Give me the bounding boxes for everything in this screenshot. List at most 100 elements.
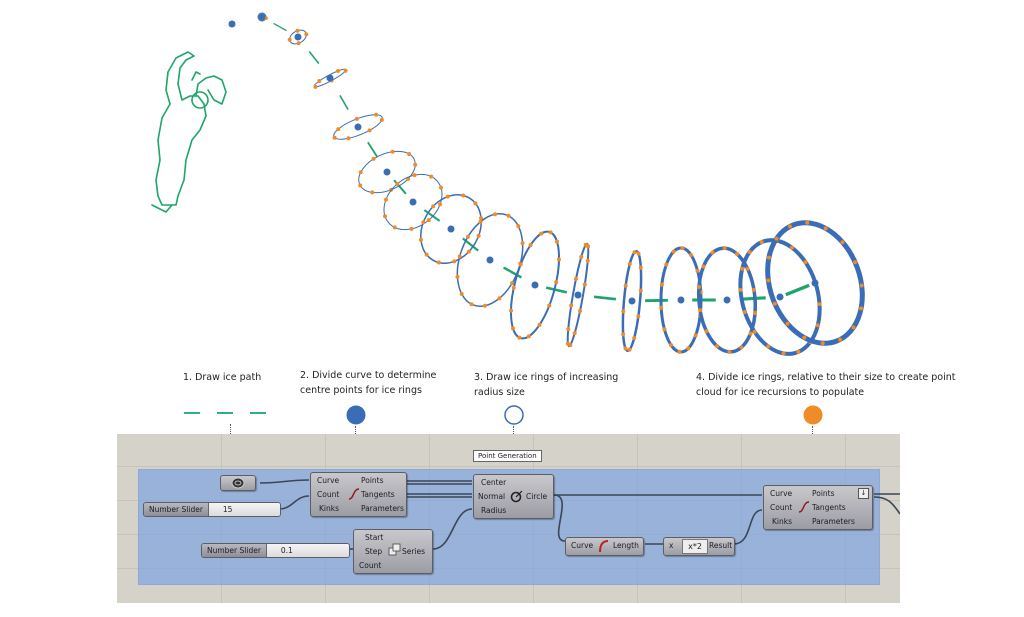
wire-series: [432, 508, 473, 550]
output-tangents[interactable]: Tangents: [812, 503, 846, 512]
divide-curve-icon: [798, 501, 810, 513]
path-dash: [308, 50, 320, 65]
ring-point: [371, 156, 376, 161]
ring-point: [296, 41, 301, 46]
expression-field[interactable]: x*2: [682, 539, 708, 554]
length-component[interactable]: Curve Length: [565, 537, 644, 556]
ring-point: [789, 245, 794, 250]
ring-ellipse: [696, 246, 758, 354]
ring-centre-point: [574, 291, 582, 299]
output-series[interactable]: Series: [402, 547, 426, 556]
expression-component[interactable]: x x*2 Result: [663, 537, 735, 556]
slider-value: 0.1: [280, 546, 293, 555]
ring-point: [426, 218, 431, 223]
input-start[interactable]: Start: [365, 533, 384, 542]
ring-point: [511, 326, 516, 331]
ring-point: [805, 220, 810, 225]
ring-centre-point: [409, 198, 417, 206]
ring-point: [859, 306, 864, 311]
ring-point: [336, 127, 341, 132]
ring-point: [469, 302, 474, 307]
ring-centre-point: [776, 293, 784, 301]
input-count[interactable]: Count: [359, 561, 382, 570]
output-points[interactable]: Points: [361, 476, 384, 485]
ring-point: [820, 341, 825, 346]
grasshopper-canvas[interactable]: Curve Count Kinks Points Tangents Parame…: [117, 434, 900, 603]
ring-point: [817, 302, 822, 307]
input-kinks[interactable]: Kinks: [319, 504, 340, 513]
ice-ring: [358, 149, 418, 195]
output-length[interactable]: Length: [613, 541, 639, 550]
output-result[interactable]: Result: [709, 541, 733, 550]
path-dash: [503, 266, 522, 279]
ring-centre-point: [326, 74, 334, 82]
slider-value: 15: [222, 505, 233, 514]
ring-point: [517, 335, 522, 340]
divide-curve-component-1[interactable]: Curve Count Kinks Points Tangents Parame…: [310, 472, 407, 517]
flatten-icon[interactable]: ↓: [858, 488, 869, 499]
input-curve[interactable]: Curve: [571, 541, 594, 550]
input-normal[interactable]: Normal: [478, 492, 506, 501]
ring-point: [752, 329, 757, 334]
input-step[interactable]: Step: [365, 547, 383, 556]
ring-point: [803, 260, 808, 265]
ring-point: [438, 202, 443, 207]
ring-point: [636, 251, 641, 256]
divide-curve-icon: [348, 488, 360, 500]
ring-point: [659, 282, 664, 287]
number-slider-count[interactable]: Number Slider 15: [143, 502, 281, 517]
path-dash: [545, 286, 568, 294]
wire-circle-length: [553, 494, 566, 542]
input-radius[interactable]: Radius: [481, 506, 507, 515]
output-tangents[interactable]: Tangents: [361, 490, 395, 499]
ring-point: [436, 260, 441, 265]
ring-point: [759, 240, 764, 245]
divide-curve-component-2[interactable]: Curve Count Kinks Points Tangents Parame…: [763, 485, 873, 530]
slider-track[interactable]: 15: [208, 503, 280, 516]
ring-centre-point: [486, 256, 494, 264]
ring-point: [802, 335, 807, 340]
output-circle[interactable]: Circle: [526, 492, 548, 501]
step-4-line-1: 4. Divide ice rings, relative to their s…: [696, 372, 956, 383]
ring-point: [772, 301, 777, 306]
ice-ring: [287, 28, 309, 46]
ring-point: [528, 243, 533, 248]
ring-point: [838, 337, 843, 342]
ring-point: [370, 190, 375, 195]
input-kinks[interactable]: Kinks: [772, 517, 793, 526]
ring-point: [662, 327, 667, 332]
path-dash: [785, 283, 810, 297]
slider-track[interactable]: 0.1: [266, 544, 349, 557]
series-icon: [388, 543, 401, 556]
ring-point: [556, 257, 561, 262]
curve-param-component[interactable]: [220, 475, 256, 491]
output-points[interactable]: Points: [812, 489, 835, 498]
input-curve[interactable]: Curve: [317, 476, 340, 485]
ring-point: [424, 252, 429, 257]
ring-point: [740, 266, 745, 271]
ring-point: [742, 309, 747, 314]
output-parameters[interactable]: Parameters: [361, 504, 404, 513]
ring-point: [693, 333, 698, 338]
ring-point: [520, 241, 525, 246]
output-parameters[interactable]: Parameters: [812, 517, 855, 526]
ring-point: [698, 308, 703, 313]
ring-point: [787, 224, 792, 229]
ring-point: [457, 254, 462, 259]
input-x[interactable]: x: [669, 541, 674, 550]
circle-component[interactable]: Center Normal Radius Circle: [473, 474, 554, 519]
input-center[interactable]: Center: [481, 478, 507, 487]
series-component[interactable]: Start Step Count Series: [353, 529, 433, 574]
step-1-label: 1. Draw ice path: [183, 370, 261, 385]
input-count[interactable]: Count: [317, 490, 340, 499]
input-count[interactable]: Count: [770, 503, 793, 512]
ring-point: [478, 219, 483, 224]
number-slider-step[interactable]: Number Slider 0.1: [201, 543, 350, 558]
ring-point: [317, 78, 322, 83]
ring-point: [689, 252, 694, 257]
input-curve[interactable]: Curve: [770, 489, 793, 498]
circle-icon: [510, 490, 523, 503]
ring-point: [383, 214, 388, 219]
ring-point: [539, 231, 544, 236]
ring-point: [466, 249, 471, 254]
